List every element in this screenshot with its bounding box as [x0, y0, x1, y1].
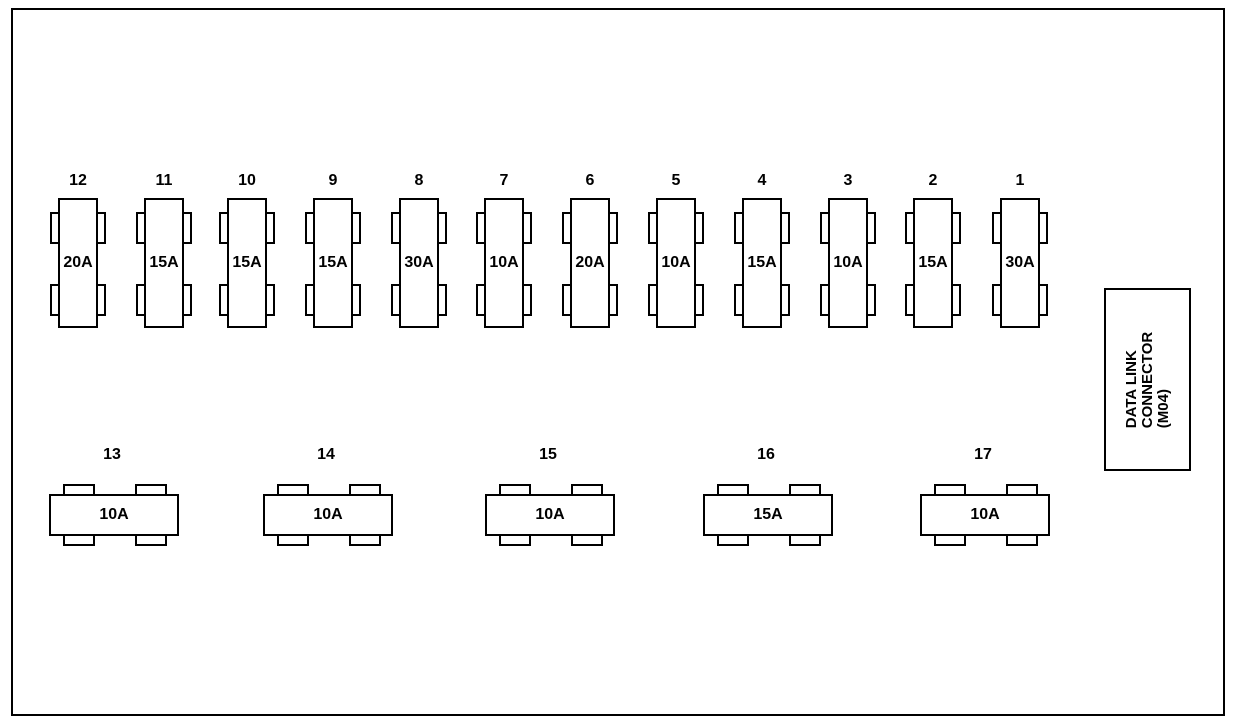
fuse-number: 6	[585, 172, 595, 189]
fuse-body: 20A	[58, 198, 98, 328]
fuse-rating: 10A	[489, 254, 519, 271]
fuse-number: 13	[103, 446, 121, 463]
fuse-number: 7	[499, 172, 509, 189]
fuse-body: 15A	[313, 198, 353, 328]
fuse-rating: 10A	[661, 254, 691, 271]
fuse-body: 10A	[828, 198, 868, 328]
connector-label-line3: (M04)	[1154, 388, 1172, 428]
fuse-number: 9	[328, 172, 338, 189]
fuse-number: 12	[69, 172, 87, 189]
data-link-connector: DATA LINK CONNECTOR (M04)	[1104, 288, 1191, 471]
fuse-number: 1	[1015, 172, 1025, 189]
fuse-body: 15A	[144, 198, 184, 328]
fuse-body: 10A	[49, 494, 179, 536]
connector-label-line2: CONNECTOR	[1138, 331, 1156, 428]
fuse-rating: 15A	[318, 254, 348, 271]
connector-label-line1: DATA LINK	[1122, 349, 1140, 428]
fuse-rating: 15A	[149, 254, 179, 271]
fuse-rating: 20A	[63, 254, 93, 271]
fuse-body: 20A	[570, 198, 610, 328]
fuse-body: 15A	[703, 494, 833, 536]
fuse-number: 8	[414, 172, 424, 189]
fuse-panel	[11, 8, 1225, 716]
fuse-body: 10A	[263, 494, 393, 536]
fuse-body: 10A	[484, 198, 524, 328]
fuse-rating: 20A	[575, 254, 605, 271]
fuse-body: 10A	[656, 198, 696, 328]
fuse-rating: 30A	[1005, 254, 1035, 271]
fuse-number: 17	[974, 446, 992, 463]
fuse-body: 30A	[399, 198, 439, 328]
fuse-body: 15A	[742, 198, 782, 328]
fuse-number: 4	[757, 172, 767, 189]
fuse-rating: 10A	[970, 506, 1000, 523]
fuse-rating: 10A	[833, 254, 863, 271]
fuse-number: 11	[155, 172, 173, 189]
fuse-rating: 15A	[753, 506, 783, 523]
fuse-rating: 10A	[99, 506, 129, 523]
fuse-number: 3	[843, 172, 853, 189]
fuse-body: 15A	[913, 198, 953, 328]
fuse-number: 10	[238, 172, 256, 189]
fuse-number: 2	[928, 172, 938, 189]
fuse-body: 30A	[1000, 198, 1040, 328]
fuse-rating: 30A	[404, 254, 434, 271]
fuse-number: 5	[671, 172, 681, 189]
fuse-rating: 15A	[918, 254, 948, 271]
fuse-number: 14	[317, 446, 335, 463]
fuse-rating: 15A	[747, 254, 777, 271]
connector-label: DATA LINK CONNECTOR (M04)	[1122, 331, 1172, 428]
fuse-rating: 15A	[232, 254, 262, 271]
fuse-body: 10A	[485, 494, 615, 536]
fuse-rating: 10A	[535, 506, 565, 523]
fuse-number: 16	[757, 446, 775, 463]
fuse-rating: 10A	[313, 506, 343, 523]
fuse-number: 15	[539, 446, 557, 463]
fuse-body: 10A	[920, 494, 1050, 536]
fuse-body: 15A	[227, 198, 267, 328]
